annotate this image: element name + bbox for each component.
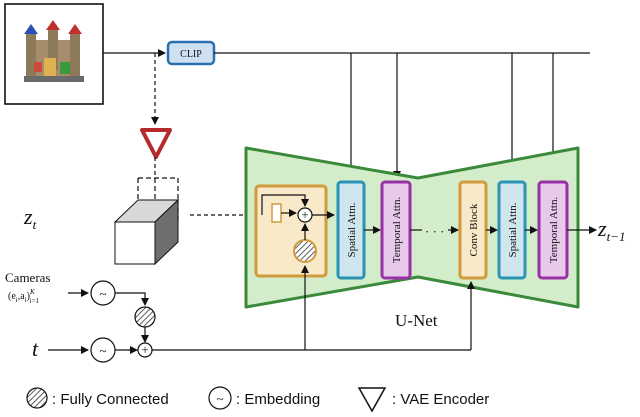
legend-embedding-icon [208, 386, 232, 410]
svg-text:Spatial Attn.: Spatial Attn. [507, 202, 519, 257]
input-image [4, 3, 104, 105]
clip-label: CLIP [180, 49, 202, 60]
camera-fc-icon [134, 306, 156, 328]
temporal-attn-block-1: Temporal Attn. [380, 180, 412, 280]
clip-encoder: CLIP [166, 40, 216, 66]
zt-label: zt [23, 204, 37, 232]
legend-vae-icon [357, 387, 387, 413]
svg-text:Conv Block: Conv Block [468, 203, 480, 256]
legend-vae-text: : VAE Encoder [392, 391, 489, 408]
vae-encoder-icon [140, 128, 172, 159]
t-label: t [32, 336, 39, 361]
spatial-attn-block-2: Spatial Attn. [497, 180, 527, 280]
zt1-label: zt−1 [597, 216, 625, 244]
svg-text:+: + [301, 207, 308, 222]
fully-connected-icon [293, 239, 317, 263]
castle-thumbnail [24, 20, 84, 82]
ellipsis: · · · [425, 224, 445, 239]
svg-text:~: ~ [99, 286, 106, 301]
residual-block: + [254, 184, 335, 278]
legend-fc-icon [26, 387, 48, 409]
svg-text:Spatial Attn.: Spatial Attn. [346, 202, 358, 257]
latent-cube [113, 177, 180, 266]
legend-embedding-text: : Embedding [236, 391, 320, 408]
unet-label: U-Net [395, 311, 438, 330]
unet-body [244, 146, 580, 309]
svg-text:Temporal Attn.: Temporal Attn. [548, 197, 560, 264]
svg-text:~: ~ [99, 343, 106, 358]
conv-block: Conv Block [458, 180, 488, 280]
legend-fc-text: : Fully Connected [52, 391, 169, 408]
legend: : Fully Connected ~ : Embedding : VAE En… [26, 386, 489, 413]
svg-text:Temporal Attn.: Temporal Attn. [391, 197, 403, 264]
svg-text:+: + [141, 342, 148, 357]
temporal-attn-block-2: Temporal Attn. [537, 180, 569, 280]
spatial-attn-block-1: Spatial Attn. [336, 180, 366, 280]
svg-text:~: ~ [216, 391, 223, 406]
cameras-label: Cameras [5, 270, 50, 285]
